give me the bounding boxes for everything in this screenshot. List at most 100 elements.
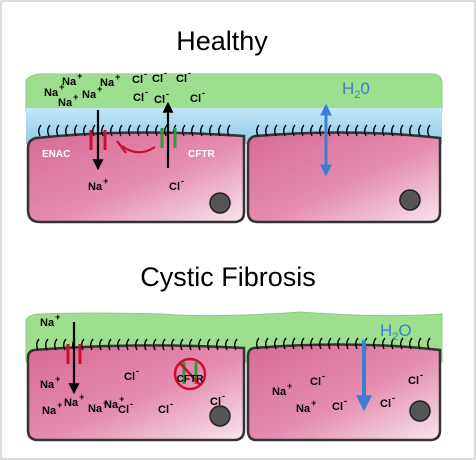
- cilium: [36, 338, 40, 351]
- cilium: [108, 338, 112, 351]
- cilium: [337, 124, 341, 137]
- sodium-ion: Na+: [64, 392, 84, 409]
- cilium: [164, 124, 168, 137]
- cilium: [310, 124, 314, 137]
- sodium-ion: Na+: [100, 72, 120, 89]
- cilium: [83, 124, 87, 137]
- cilium: [90, 338, 94, 351]
- chloride-ion: Cl-: [118, 399, 133, 416]
- chloride-ion: Cl-: [310, 371, 325, 388]
- chloride-ion: Cl-: [176, 68, 191, 85]
- sodium-ion: Na+: [272, 381, 292, 398]
- healthy-cftr-label: CFTR: [188, 149, 215, 160]
- cilium: [191, 124, 195, 137]
- chloride-ion: Cl-: [154, 89, 169, 106]
- sodium-ion: Na+: [62, 71, 82, 88]
- cilium: [274, 337, 278, 350]
- cilium: [373, 337, 377, 350]
- cilium: [427, 124, 431, 137]
- cilium: [63, 338, 67, 351]
- cilium: [45, 338, 49, 351]
- cilium: [418, 124, 422, 137]
- cilium: [56, 124, 60, 137]
- healthy-nucleus-left: [209, 192, 231, 214]
- cf-cftr-blocked-icon: [173, 357, 207, 391]
- cf-cell-left: [26, 344, 246, 442]
- cilium: [81, 338, 85, 351]
- cilium: [301, 337, 305, 350]
- cilium: [182, 124, 186, 137]
- healthy-water-label: H20: [342, 79, 370, 101]
- enac-inhibition-bar: [116, 140, 127, 154]
- cilium: [38, 124, 42, 137]
- sodium-ion: Na+: [42, 400, 62, 417]
- sodium-ion: Na+: [44, 82, 64, 99]
- cilium: [146, 124, 150, 137]
- cilium: [92, 124, 96, 137]
- cf-title: Cystic Fibrosis: [140, 262, 316, 292]
- healthy-cell-left: [26, 131, 246, 224]
- cilium: [234, 338, 238, 351]
- cilium: [180, 338, 184, 351]
- healthy-cell-ions: Na+Cl-: [88, 176, 184, 193]
- cilium: [225, 338, 229, 351]
- cilium: [144, 338, 148, 351]
- sodium-ion: Na+: [82, 84, 102, 101]
- cilium: [400, 124, 404, 137]
- cf-nucleus-right: [409, 400, 431, 422]
- cilium: [119, 124, 123, 137]
- cilium: [364, 124, 368, 137]
- cilium: [128, 124, 132, 137]
- cilium: [155, 124, 159, 137]
- sodium-ion: Na+: [88, 398, 108, 415]
- cilium: [218, 124, 222, 137]
- healthy-cilia: [38, 124, 431, 137]
- cilium: [189, 338, 193, 351]
- cilium: [216, 338, 220, 351]
- cilium: [328, 337, 332, 350]
- cilium: [117, 338, 121, 351]
- cilium: [292, 337, 296, 350]
- cilium: [355, 124, 359, 137]
- cilium: [418, 337, 422, 350]
- cilium: [137, 124, 141, 137]
- cilium: [227, 124, 231, 137]
- healthy-nucleus-right: [399, 189, 421, 211]
- cilium: [373, 124, 377, 137]
- chloride-ion: Cl-: [132, 69, 147, 86]
- chloride-ion: Cl-: [380, 393, 395, 410]
- cilium: [355, 337, 359, 350]
- sodium-ion: Na+: [40, 312, 60, 329]
- cilium: [265, 124, 269, 137]
- sodium-ion: Na+: [104, 394, 124, 411]
- cf-cell-right: [246, 343, 442, 442]
- cilium: [171, 338, 175, 351]
- healthy-title: Healthy: [176, 26, 268, 56]
- cilium: [337, 337, 341, 350]
- cf-cftr-label: CFTR: [177, 374, 204, 385]
- cilium: [391, 337, 395, 350]
- cilium: [310, 337, 314, 350]
- cilium: [153, 338, 157, 351]
- cilium: [427, 337, 431, 350]
- cilium: [301, 124, 305, 137]
- cilium: [126, 338, 130, 351]
- cilium: [283, 337, 287, 350]
- cilium: [391, 124, 395, 137]
- sodium-ion: Na+: [40, 374, 60, 391]
- cilium: [283, 124, 287, 137]
- cilium: [409, 124, 413, 137]
- healthy-enac-label: ENAC: [42, 149, 70, 160]
- cilium: [265, 337, 269, 350]
- cf-cftr-block-slash: [179, 362, 201, 386]
- chloride-ion: Cl-: [332, 396, 347, 413]
- cilium: [162, 338, 166, 351]
- cilium: [74, 124, 78, 137]
- cilium: [382, 337, 386, 350]
- healthy-cell-right: [246, 131, 442, 224]
- cf-nucleus-left: [209, 405, 231, 427]
- cilium: [110, 124, 114, 137]
- cilium: [346, 337, 350, 350]
- cilium: [256, 337, 260, 350]
